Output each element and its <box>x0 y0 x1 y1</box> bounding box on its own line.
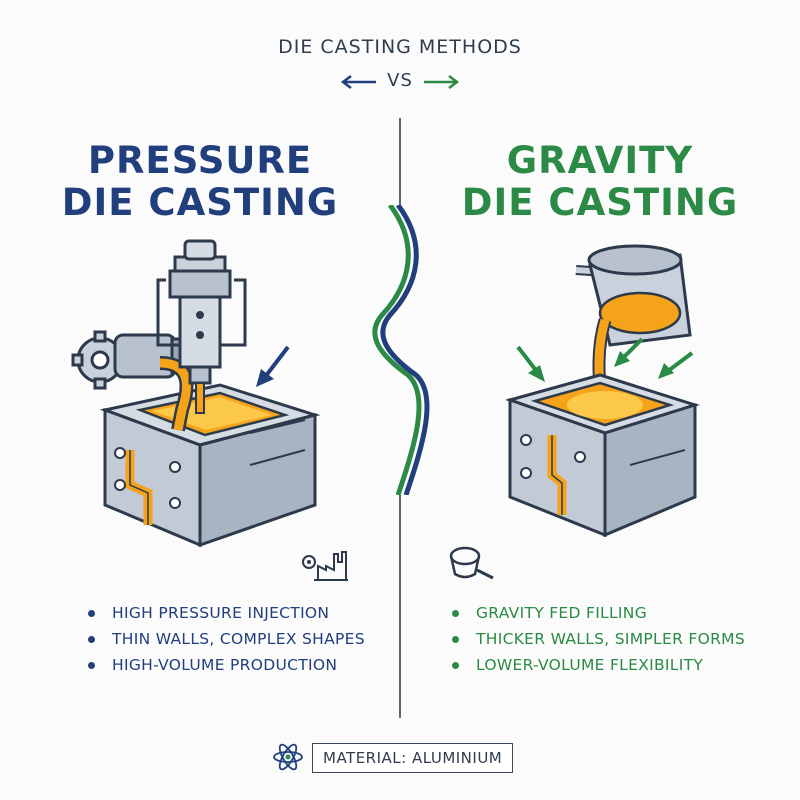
bullet-icon <box>88 610 95 617</box>
pressure-heading: PRESSURE DIE CASTING <box>40 140 360 224</box>
injection-machine-icon <box>156 239 247 414</box>
vs-label: VS <box>387 70 413 91</box>
list-item: LOWER-VOLUME FLEXIBILITY <box>452 652 745 678</box>
feature-text: HIGH-VOLUME PRODUCTION <box>112 656 338 674</box>
ladle-icon <box>575 244 692 347</box>
feature-text: HIGH PRESSURE INJECTION <box>112 604 330 622</box>
feature-text: THIN WALLS, COMPLEX SHAPES <box>112 630 365 648</box>
gravity-heading: GRAVITY DIE CASTING <box>440 140 760 224</box>
feature-text: LOWER-VOLUME FLEXIBILITY <box>476 656 704 674</box>
right-arrow-icon <box>424 75 460 89</box>
pressure-die-casting-illustration <box>71 239 321 548</box>
small-ladle-icon <box>449 546 494 580</box>
list-item: THICKER WALLS, SIMPLER FORMS <box>452 626 745 652</box>
vs-row: VS <box>0 70 800 94</box>
bullet-icon <box>452 610 459 617</box>
gravity-heading-line1: GRAVITY <box>506 139 694 182</box>
atom-icon <box>273 743 303 771</box>
die-block-icon <box>99 383 321 548</box>
list-item: THIN WALLS, COMPLEX SHAPES <box>88 626 365 652</box>
factory-icon <box>302 551 348 581</box>
gear-icon <box>71 330 129 390</box>
list-item: GRAVITY FED FILLING <box>452 600 745 626</box>
bullet-icon <box>88 662 95 669</box>
material-badge: MATERIAL: ALUMINIUM <box>312 743 514 773</box>
gravity-heading-line2: DIE CASTING <box>461 181 739 224</box>
pressure-features-list: HIGH PRESSURE INJECTION THIN WALLS, COMP… <box>88 600 365 678</box>
gravity-features-list: GRAVITY FED FILLING THICKER WALLS, SIMPL… <box>452 600 745 678</box>
feature-text: THICKER WALLS, SIMPLER FORMS <box>476 630 745 648</box>
feature-text: GRAVITY FED FILLING <box>476 604 648 622</box>
left-arrow-icon <box>340 75 376 89</box>
page-title: DIE CASTING METHODS <box>278 36 522 58</box>
bullet-icon <box>452 662 459 669</box>
list-item: HIGH-VOLUME PRODUCTION <box>88 652 365 678</box>
list-item: HIGH PRESSURE INJECTION <box>88 600 365 626</box>
pressure-heading-line2: DIE CASTING <box>61 181 339 224</box>
bullet-icon <box>452 636 459 643</box>
pressure-heading-line1: PRESSURE <box>87 139 313 182</box>
zigzag-separator <box>372 205 430 495</box>
bullet-icon <box>88 636 95 643</box>
die-block-icon <box>504 373 701 538</box>
gravity-die-casting-illustration <box>504 244 701 538</box>
